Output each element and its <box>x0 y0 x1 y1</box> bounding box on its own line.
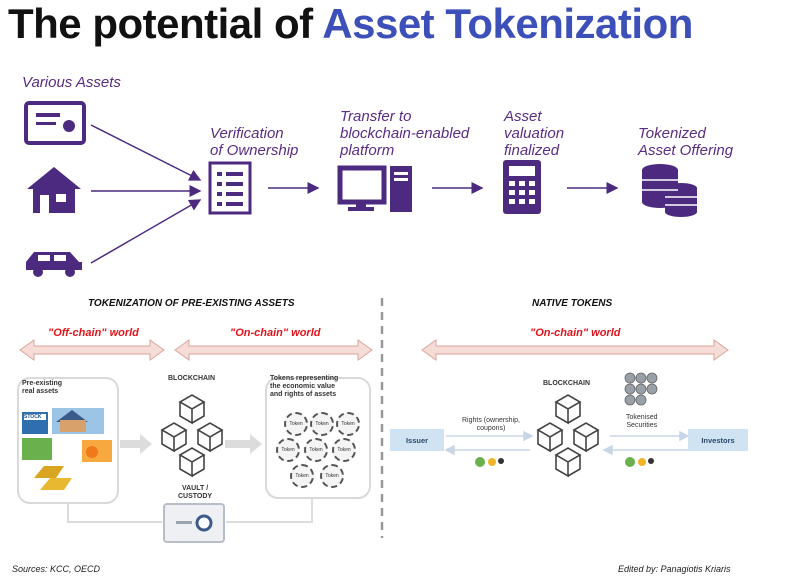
arrow-blockchain-to-tokens <box>225 434 262 454</box>
rights-label: Rights (ownership, coupons) <box>462 417 520 433</box>
money-bag-icon-right <box>625 457 654 467</box>
house-icon <box>27 167 81 213</box>
step-valuation-line-1: Asset <box>504 108 542 125</box>
left-panel-heading: TOKENIZATION OF PRE-EXISTING ASSETS <box>88 298 295 309</box>
step-offering-line-2: Asset Offering <box>638 142 734 159</box>
token-coin-4: Token <box>276 438 300 462</box>
step-valuation-line-2: valuation <box>504 125 565 142</box>
preexisting-label: Pre-existing real assets <box>22 380 62 396</box>
investors-box: Investors <box>688 429 748 451</box>
step-transfer-line-2: blockchain-enabled <box>340 125 470 142</box>
offchain-double-arrow <box>19 339 165 361</box>
tokens-box <box>265 377 371 499</box>
money-bag-icon-left <box>475 457 504 467</box>
arrow-assets-to-blockchain <box>120 434 152 454</box>
securities-arrow-head <box>679 430 690 442</box>
checklist-icon <box>208 161 252 215</box>
preexisting-line-1: Pre-existing <box>22 380 63 387</box>
token-coin-2: Token <box>310 412 334 436</box>
tokens-line-1: Tokens representing <box>270 375 339 382</box>
onchain-double-arrow-right <box>421 339 729 361</box>
footer-edited-by: Edited by: Panagiotis Kriaris <box>618 564 731 574</box>
step-offering-label: Tokenized Asset Offering <box>638 125 733 159</box>
title-accent: Asset Tokenization <box>322 0 693 47</box>
page-title: The potential of Asset Tokenization <box>8 0 693 48</box>
payment-arrow-left-head <box>444 444 455 456</box>
right-panel-heading: NATIVE TOKENS <box>532 298 613 309</box>
step-valuation-line-3: finalized <box>504 142 560 159</box>
onchain-label-left: "On-chain" world <box>230 327 321 339</box>
gold-bars <box>34 466 72 490</box>
top-flow-graphic <box>24 101 697 277</box>
footer-sources: Sources: KCC, OECD <box>12 564 101 574</box>
token-coin-6: Token <box>332 438 356 462</box>
step-transfer-label: Transfer to blockchain-enabled platform <box>340 108 469 159</box>
money-photo <box>22 438 52 460</box>
step-verification-line-1: Verification <box>210 125 284 142</box>
offchain-label: "Off-chain" world <box>48 327 139 339</box>
computer-icon <box>337 165 412 212</box>
onchain-double-arrow-left <box>174 339 373 361</box>
tokens-line-2: the economic value <box>270 383 335 390</box>
tokenised-label: Tokenised Securities <box>626 414 658 430</box>
vault-line-1: VAULT / <box>181 485 209 492</box>
certificate-icon <box>24 101 86 145</box>
blockchain-cubes-icon-right <box>536 394 600 478</box>
onchain-label-right: "On-chain" world <box>530 327 621 339</box>
blockchain-label-left: BLOCKCHAIN <box>168 375 216 382</box>
step-valuation-label: Asset valuation finalized <box>504 108 564 159</box>
vault-label: VAULT / CUSTODY <box>178 485 212 501</box>
step-verification-label: Verification of Ownership <box>210 125 298 159</box>
issuer-box: Issuer <box>390 429 444 451</box>
tokens-description: Tokens representing the economic value a… <box>270 375 338 399</box>
token-coin-3: Token <box>336 412 360 436</box>
vault-connector-right <box>226 498 313 523</box>
car-icon <box>26 252 82 277</box>
preexisting-line-2: real assets <box>22 388 59 395</box>
stock-label: STOCK <box>24 414 42 420</box>
various-assets-label: Various Assets <box>22 74 121 91</box>
vault-icon <box>163 503 225 543</box>
step-transfer-line-1: Transfer to <box>340 108 412 125</box>
token-coin-1: Token <box>284 412 308 436</box>
house-photo <box>52 408 104 434</box>
title-prefix: The potential of <box>8 0 323 47</box>
token-grid: Token Token Token Token Token Token Toke… <box>276 412 364 492</box>
tokens-line-3: and rights of assets <box>270 391 337 398</box>
step-verification-line-2: of Ownership <box>210 142 299 159</box>
tokenised-line-1: Tokenised <box>626 414 658 421</box>
step-offering-line-1: Tokenized <box>638 125 706 142</box>
calculator-icon <box>503 160 541 214</box>
rights-line-1: Rights (ownership, <box>462 417 520 424</box>
arrow-certificate <box>90 124 202 181</box>
token-coin-5: Token <box>304 438 328 462</box>
blockchain-cubes-icon <box>160 394 224 478</box>
step-transfer-line-3: platform <box>340 142 395 159</box>
stock-image <box>22 412 48 434</box>
vault-line-2: CUSTODY <box>178 493 213 500</box>
vault-connector-left <box>67 503 162 523</box>
coins-icon <box>642 164 697 217</box>
token-coin-7: Token <box>290 464 314 488</box>
rights-line-2: coupons) <box>476 425 506 432</box>
blockchain-label-right: BLOCKCHAIN <box>543 380 591 387</box>
rights-arrow-head <box>523 430 534 442</box>
tokenised-line-2: Securities <box>626 422 658 429</box>
token-coin-8: Token <box>320 464 344 488</box>
payment-arrow-right-head <box>602 444 613 456</box>
arrow-car <box>90 199 202 264</box>
fruit-photo <box>82 440 112 462</box>
tokenised-coins-icon <box>624 372 658 406</box>
